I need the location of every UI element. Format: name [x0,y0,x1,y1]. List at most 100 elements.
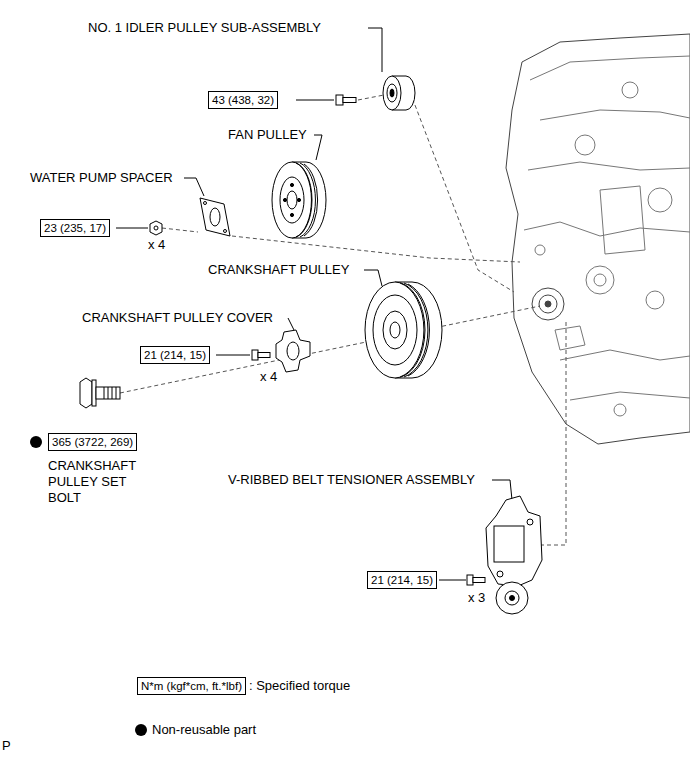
fan-pulley [272,162,326,238]
quantity: x 4 [148,237,165,253]
torque-value: 21 (214, 15) [144,349,206,361]
crankshaft-pulley [365,282,442,378]
fan-pulley [297,198,300,201]
water-pump-spacer [200,198,230,236]
quantity: x 4 [260,369,277,385]
fan-pulley [283,198,286,201]
torque-box: 23 (235, 17) [40,219,110,237]
engine-block [540,110,690,120]
crankshaft-pulley [373,295,417,365]
fan-pulley [290,183,293,186]
idler-bolt [343,98,356,103]
legend-non-reusable-mark [135,724,147,736]
leader-line [364,270,382,286]
crankshaft-pulley-cover [276,330,310,372]
nut [154,226,158,230]
part-name: NO. 1 IDLER PULLEY SUB-ASSEMBLY [88,20,321,36]
non-reusable-mark [30,436,42,448]
engine-block [539,295,557,313]
engine-block [594,274,606,286]
idler-bolt [336,95,356,105]
nut [150,221,162,235]
dashed-guide-line [232,236,520,262]
fan-pulley [304,164,318,236]
dashed-guide-line [162,228,198,232]
leader-line [368,28,382,72]
idler-bolt [336,95,343,105]
idler-pulley [387,84,397,102]
crankshaft-pulley-set-bolt [80,378,92,408]
v-ribbed-belt-tensioner [510,596,515,601]
leader-line [288,318,294,330]
crankshaft-pulley-set-bolt [104,387,116,399]
engine-block [555,326,585,350]
cover-bolt [252,350,258,360]
leader-line [216,355,250,356]
v-ribbed-belt-tensioner [486,496,542,614]
torque-box: 365 (3722, 269) [48,433,137,451]
dashed-guide-line [540,322,566,545]
engine-block [506,34,690,444]
torque-value: 21 (214, 15) [371,574,433,586]
dashed-guide-line [358,95,384,100]
engine-block [506,34,690,444]
engine-block [532,288,564,320]
engine-block [622,82,638,98]
leader-line [492,480,512,500]
torque-box: 43 (438, 32) [208,91,278,109]
v-ribbed-belt-tensioner [497,571,503,577]
quantity: x 3 [468,590,485,606]
v-ribbed-belt-tensioner [505,591,519,605]
dashed-guide-line [410,92,514,292]
tensioner-bolt [473,578,485,583]
cover-bolt [258,353,270,358]
crankshaft-pulley-set-bolt [80,378,120,408]
torque-value: N*m (kgf*cm, ft.*lbf) [141,680,242,692]
crankshaft-pulley-cover [287,342,299,360]
crankshaft-pulley [390,322,400,338]
engine-block [586,266,614,294]
crankshaft-pulley-set-bolt [96,387,120,399]
leader-line [116,28,512,580]
v-ribbed-belt-tensioner [494,526,524,562]
fan-pulley [290,213,293,216]
torque-value: 23 (235, 17) [44,222,106,234]
torque-box: N*m (kgf*cm, ft.*lbf) [137,677,246,695]
fan-pulley [280,177,304,223]
water-pump-spacer [210,208,220,226]
tensioner-bolt [467,575,485,585]
v-ribbed-belt-tensioner [527,519,533,525]
legend-text: Non-reusable part [152,722,256,738]
non-reusable-mark [30,436,42,448]
legend-text: : Specified torque [249,678,350,694]
engine-block [648,188,672,212]
part-name: CRANKSHAFT PULLEY COVER [82,310,273,326]
engine-block [600,186,645,254]
fan-pulley [287,191,297,209]
engine-block [530,56,690,80]
engine-block [560,350,690,360]
leader-line [296,100,334,101]
leader-line [184,178,204,196]
cover-bolt [252,350,270,360]
fan-pulley [272,162,312,238]
part-name: WATER PUMP SPACER [30,170,173,186]
v-ribbed-belt-tensioner [496,582,528,614]
leader-line [314,135,322,160]
engine-block [614,404,626,416]
engine-block [545,301,551,307]
torque-box: 21 (214, 15) [367,571,437,589]
part-name: CRANKSHAFT PULLEY SET BOLT [48,458,148,506]
crankshaft-pulley-cover [276,330,310,372]
tensioner-bolt [467,575,473,585]
torque-value: 43 (438, 32) [212,94,274,106]
torque-box: 21 (214, 15) [140,346,210,364]
water-pump-spacer [204,202,207,205]
legend-non-reusable-mark [135,724,147,736]
part-name: CRANKSHAFT PULLEY [208,262,349,278]
engine-block [524,222,690,236]
idler-pulley [390,89,394,97]
engine-block [528,162,690,170]
